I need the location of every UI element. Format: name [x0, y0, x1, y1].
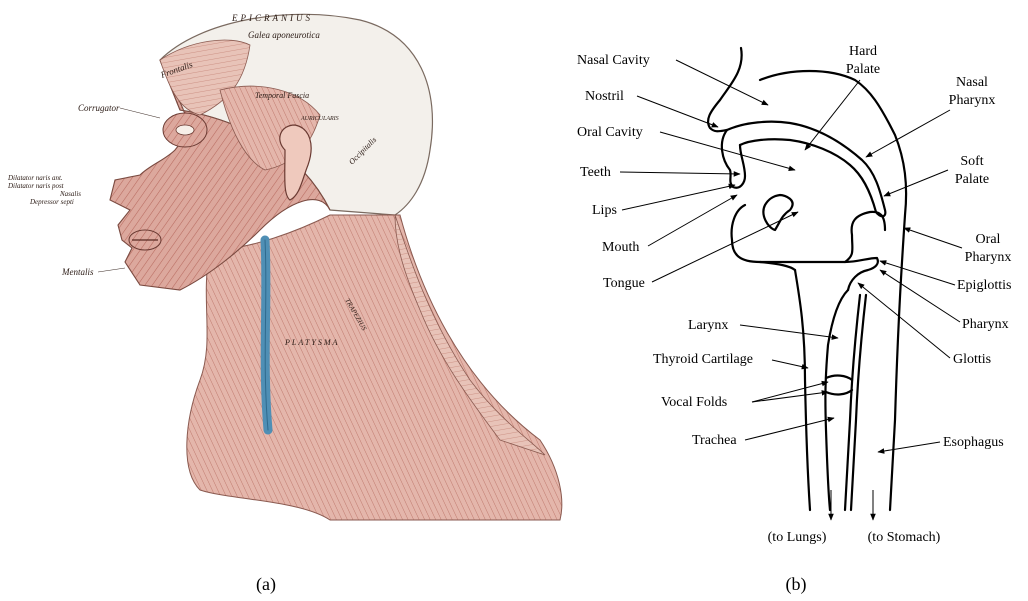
label-soft-palate-2: Palate [955, 172, 989, 187]
label-larynx: Larynx [688, 318, 728, 333]
label-vocal-folds: Vocal Folds [661, 395, 727, 410]
panel-b-labels: Nasal Cavity Nostril Oral Cavity Teeth L… [577, 44, 1011, 545]
lower-lip-jaw [732, 205, 885, 262]
label-dilatator-ant: Dilatator naris ant. [7, 174, 63, 182]
label-platysma: PLATYSMA [284, 338, 339, 347]
caption-b: (b) [786, 574, 807, 595]
vocal-tract-diagram [708, 48, 906, 520]
label-depressor-septi: Depressor septi [29, 198, 74, 206]
neck-shoulder [187, 215, 562, 520]
label-hard-palate-1: Hard [849, 44, 877, 59]
label-tongue: Tongue [603, 276, 645, 291]
label-auricularis: AURICULARIS [300, 116, 339, 122]
label-glottis: Glottis [953, 352, 991, 367]
label-pharynx: Pharynx [962, 317, 1009, 332]
label-trachea: Trachea [692, 433, 737, 448]
label-mouth: Mouth [602, 240, 639, 255]
label-nasal-pharynx-2: Pharynx [949, 93, 996, 108]
label-thyroid-cartilage: Thyroid Cartilage [653, 352, 753, 367]
label-epicranius: EPICRANIUS [231, 13, 313, 23]
label-to-stomach: (to Stomach) [868, 530, 941, 545]
label-nostril: Nostril [585, 89, 624, 104]
upper-lip [722, 130, 745, 188]
label-oral-cavity: Oral Cavity [577, 125, 643, 140]
label-oral-pharynx-1: Oral [976, 232, 1001, 247]
label-corrugator: Corrugator [78, 103, 120, 113]
larynx-front-wall [825, 290, 848, 510]
tongue [763, 195, 792, 230]
hard-soft-palate [727, 122, 885, 217]
caption-a: (a) [256, 574, 276, 595]
label-galea: Galea aponeurotica [248, 30, 320, 40]
label-epiglottis: Epiglottis [957, 278, 1011, 293]
label-mentalis: Mentalis [61, 267, 94, 277]
eye [176, 125, 194, 135]
label-esophagus: Esophagus [943, 435, 1004, 450]
label-oral-pharynx-2: Pharynx [965, 250, 1012, 265]
label-to-lungs: (to Lungs) [768, 530, 827, 545]
label-nasal-cavity: Nasal Cavity [577, 53, 650, 68]
label-nasalis: Nasalis [59, 190, 81, 198]
label-temporal-fascia: Temporal Fascia [255, 91, 309, 100]
label-hard-palate-2: Palate [846, 62, 880, 77]
label-soft-palate-1: Soft [960, 154, 983, 169]
label-nasal-pharynx-1: Nasal [956, 75, 988, 90]
label-lips: Lips [592, 203, 617, 218]
nasal-cavity-upper [760, 71, 906, 510]
label-dilatator-post: Dilatator naris post [7, 182, 65, 190]
label-teeth: Teeth [580, 165, 611, 180]
vocal-folds [826, 376, 852, 395]
head-muscle-illustration: EPICRANIUS Galea aponeurotica Frontalis … [7, 13, 562, 520]
